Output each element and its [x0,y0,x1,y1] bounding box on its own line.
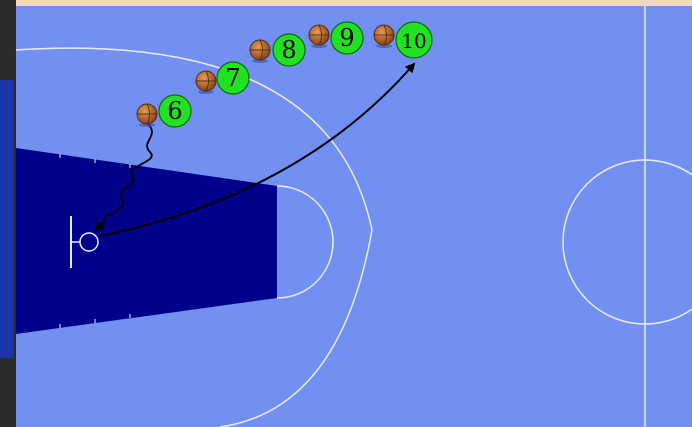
player-circle [158,94,192,128]
player-marker: 10 [373,21,433,59]
player-marker: 7 [195,61,250,95]
player-marker: 8 [249,33,306,67]
player-circle [395,21,433,59]
top-border-strip [0,0,692,6]
player-number: 6 [167,97,182,125]
center-circle [562,159,692,325]
player-circle [330,21,364,55]
player-number: 9 [339,24,354,52]
player-marker: 9 [308,21,364,55]
players-layer: 6 7 8 9 10 [136,21,433,128]
ball-shadow [311,44,327,48]
free-throw-circle [276,185,334,299]
ball-shadow [198,90,214,94]
ball-shadow [139,123,155,127]
player-circle [216,61,250,95]
hoop [79,232,99,252]
player-number: 8 [281,36,296,64]
player-circle [272,33,306,67]
ball-seam [137,103,157,125]
lane-hash-marks [59,154,131,328]
ball-seam [374,24,394,46]
ball-shadow [252,59,268,63]
three-point-line [15,47,373,427]
pass-path-arrow [99,62,416,237]
paint-area [16,148,277,334]
player-number: 10 [401,29,426,53]
player-marker: 6 [136,94,192,128]
ball-shadow [376,44,392,48]
left-side-panel [0,80,14,358]
ball-seam [196,70,216,92]
ball-seam [250,39,270,61]
ball-seam [309,24,329,46]
dribble-path-arrow [94,123,153,232]
player-number: 7 [225,64,240,92]
